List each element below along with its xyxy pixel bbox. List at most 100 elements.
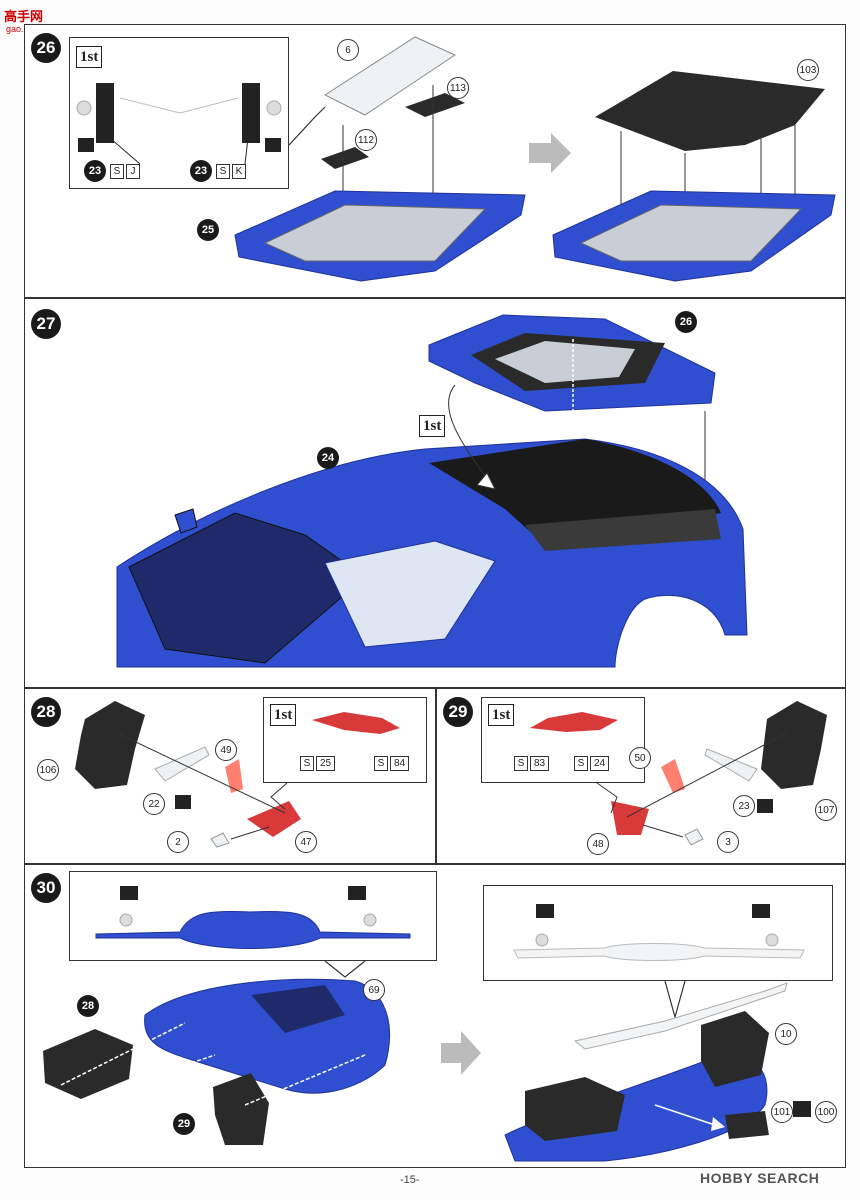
louver-insert-right <box>579 204 803 262</box>
part-10-clear-wing <box>573 982 788 1050</box>
step-28-drawing <box>75 701 301 848</box>
part-47-label: 47 <box>295 831 317 853</box>
watermark-logo: 高手网 <box>4 9 44 24</box>
side-mirror <box>174 508 198 534</box>
part-103-frame <box>595 71 825 151</box>
part-103-label: 103 <box>797 59 819 81</box>
paint-code-s: S <box>514 756 528 771</box>
arrow-next-icon <box>441 1031 481 1075</box>
part-6-clear-panel <box>323 36 457 116</box>
subassembly-25: 25 <box>197 219 219 241</box>
subassembly-26: 26 <box>675 311 697 333</box>
part-23-label: 23 <box>733 795 755 817</box>
step-27-drawing <box>116 314 748 668</box>
part-113-label: 113 <box>447 77 469 99</box>
part-2-label: 2 <box>167 831 189 853</box>
part-69-label: 69 <box>363 979 385 1001</box>
step-29-drawing <box>596 701 827 846</box>
part-49-label: 49 <box>215 739 237 761</box>
step-30-drawing <box>43 960 811 1162</box>
paint-code-k: K <box>232 164 246 179</box>
step-28-number: 28 <box>31 697 61 727</box>
step-26-number: 26 <box>31 33 61 63</box>
page-number: -15- <box>400 1174 420 1186</box>
taillight-red-part <box>530 712 618 732</box>
part-106-housing <box>75 701 145 789</box>
paint-code-s: S <box>216 164 230 179</box>
subassembly-28: 28 <box>77 995 99 1017</box>
paint-icon-right <box>265 138 281 152</box>
part-2 <box>210 832 230 848</box>
part-107-housing <box>761 701 827 789</box>
taillight-red-part <box>312 712 400 734</box>
step-28-callout: 1st S 25 S 84 <box>263 697 427 783</box>
step-30-number: 30 <box>31 873 61 903</box>
paint-code-s: S <box>110 164 124 179</box>
first-label: 1st <box>488 704 515 726</box>
side-panel-right <box>242 83 260 143</box>
paint-code-s: S <box>574 756 588 771</box>
rear-bumper-preview <box>95 910 411 949</box>
subassembly-23-right: 23 <box>190 160 212 182</box>
decal-bulb-right <box>266 100 282 116</box>
subassembly-23-left: 23 <box>84 160 106 182</box>
part-6-label: 6 <box>337 39 359 61</box>
step-26-panel: 26 1st 23 S J 23 S K <box>24 24 846 298</box>
paint-icon <box>757 799 773 813</box>
step-29-panel: 29 1st S 83 S 24 50 23 107 48 3 <box>436 688 846 864</box>
first-label: 1st <box>270 704 297 726</box>
step-30-callout-right <box>483 885 833 981</box>
side-panel-left <box>96 83 114 143</box>
part-113 <box>405 93 465 117</box>
paint-icon-right <box>348 886 366 900</box>
paint-code-84: 84 <box>390 756 410 771</box>
diffuser-left <box>525 1077 625 1141</box>
clear-part-preview <box>513 943 805 961</box>
part-106-label: 106 <box>37 759 59 781</box>
part-22-label: 22 <box>143 793 165 815</box>
paint-code-83: 83 <box>530 756 550 771</box>
paint-code-j: J <box>126 164 140 179</box>
part-23-clear <box>704 748 758 782</box>
first-label: 1st <box>419 415 446 437</box>
hobby-search-brand: HOBBY SEARCH <box>700 1170 820 1186</box>
paint-icon <box>793 1101 811 1117</box>
louver-insert-left <box>263 204 487 262</box>
subassembly-29: 29 <box>173 1113 195 1135</box>
paint-icon-left <box>78 138 94 152</box>
paint-icon-left <box>536 904 554 918</box>
step-28-panel: 28 1st S 25 S 84 106 49 22 2 47 <box>24 688 436 864</box>
part-100-label: 100 <box>815 1101 837 1123</box>
step-29-number: 29 <box>443 697 473 727</box>
part-101-label: 101 <box>771 1101 793 1123</box>
part-48-label: 48 <box>587 833 609 855</box>
part-49 <box>225 759 243 793</box>
paint-icon-left <box>120 886 138 900</box>
decal-bulb-left <box>76 100 92 116</box>
step-26-drawing <box>234 36 836 282</box>
paint-code-24: 24 <box>590 756 610 771</box>
paint-code-s: S <box>374 756 388 771</box>
step-27-number: 27 <box>31 309 61 339</box>
part-112 <box>321 147 369 169</box>
paint-icon-right <box>752 904 770 918</box>
step-30-callout-left <box>69 871 437 961</box>
assembly-28-box <box>43 1029 133 1099</box>
paint-code-s: S <box>300 756 314 771</box>
part-50 <box>661 759 685 793</box>
part-48 <box>611 801 649 835</box>
part-50-label: 50 <box>629 747 651 769</box>
side-window <box>324 540 496 648</box>
subassembly-24: 24 <box>317 447 339 469</box>
step-30-panel: 30 <box>24 864 846 1168</box>
callout-26-svg <box>76 83 282 165</box>
step-26-callout: 1st 23 S J 23 S K <box>69 37 289 189</box>
paint-icon <box>175 795 191 809</box>
part-112-label: 112 <box>355 129 377 151</box>
part-101-plate <box>725 1111 769 1139</box>
part-3-label: 3 <box>717 831 739 853</box>
part-3 <box>684 828 704 846</box>
paint-code-25: 25 <box>316 756 336 771</box>
arrow-next-icon <box>529 133 571 173</box>
